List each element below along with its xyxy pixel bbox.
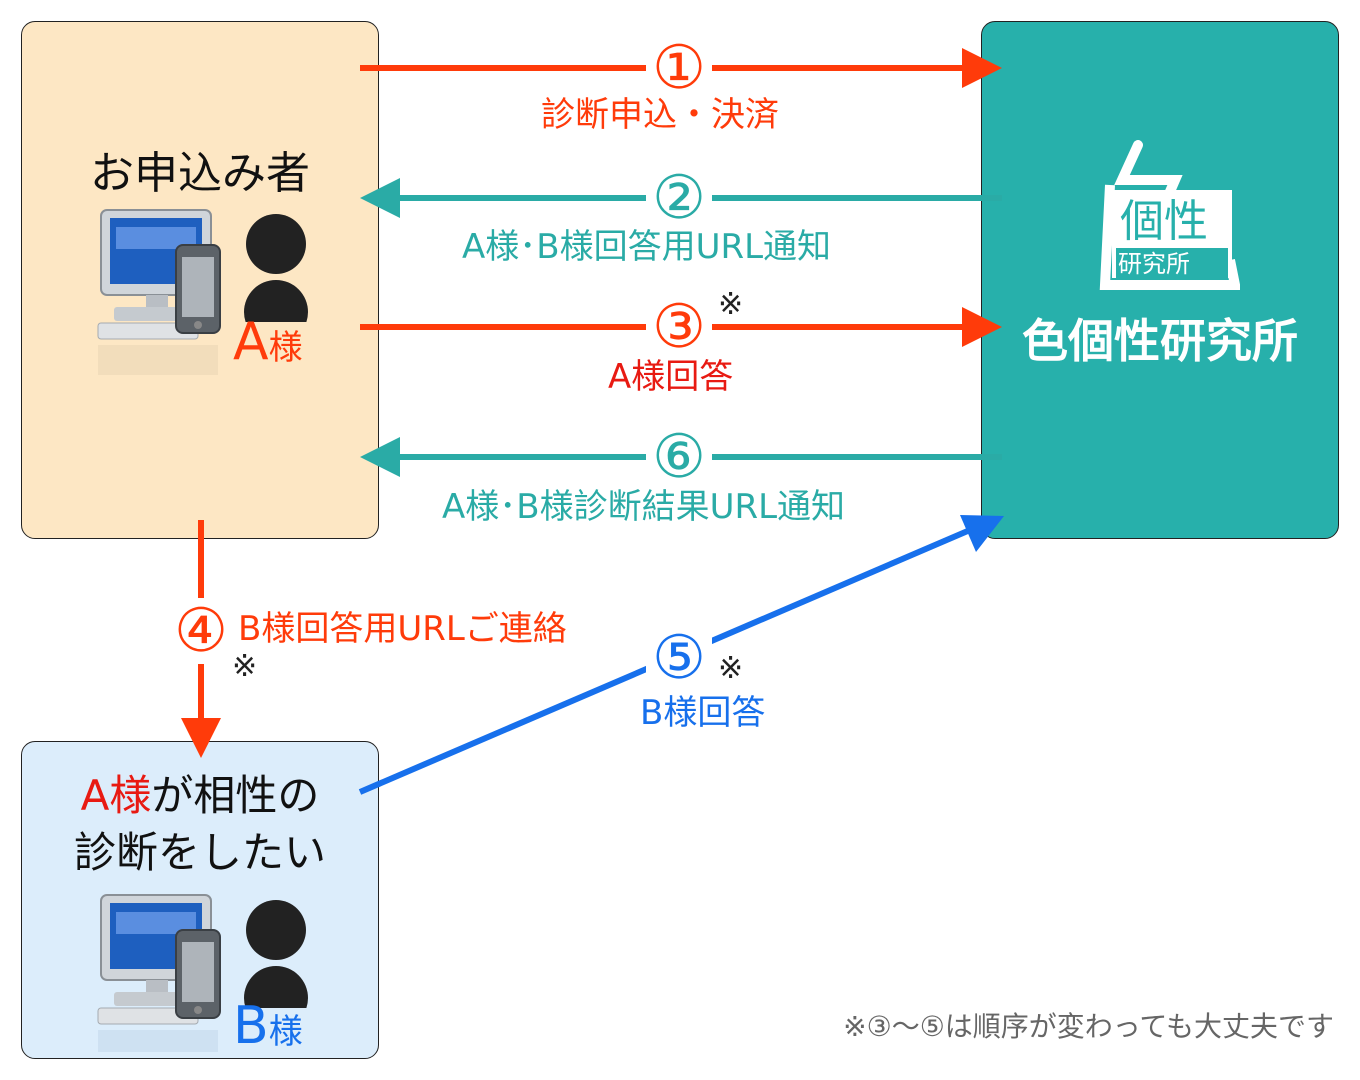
applicant-title: お申込み者: [90, 148, 310, 199]
person-a-icon: [244, 214, 308, 322]
lab-logo-sub: 研究所: [1118, 250, 1190, 278]
partner-line-2: 診断をしたい: [73, 828, 326, 877]
step-2-number: ②: [646, 165, 712, 231]
partner-line-1-rest: が相性の: [151, 771, 320, 820]
person-b-suffix: 様: [268, 1012, 303, 1052]
step-1-number: ①: [646, 35, 712, 101]
step-6-label: A様･B様診断結果URL通知: [442, 487, 846, 527]
footnote: ※③〜⑤は順序が変わっても大丈夫です: [843, 1010, 1334, 1043]
step-5-note: ※: [718, 651, 744, 686]
person-a-label: A様: [233, 316, 303, 368]
computer-icon: [97, 894, 221, 1052]
person-a-letter: A: [233, 312, 269, 372]
lab-logo-mark: [1099, 140, 1240, 290]
step-6-number: ⑥: [646, 424, 712, 490]
person-b-icon: [244, 900, 308, 1008]
step-2-label: A様･B様回答用URL通知: [462, 227, 832, 267]
computer-icon: [97, 209, 221, 375]
person-b-letter: B: [233, 996, 269, 1056]
step-5-label: B様回答: [640, 693, 766, 733]
person-a-suffix: 様: [268, 328, 303, 368]
step-4-number: ④: [168, 598, 234, 664]
lab-logo: 個性 研究所: [1080, 140, 1240, 290]
step-3-note: ※: [718, 287, 744, 322]
partner-highlight: A様: [80, 771, 152, 820]
step-3-label: A様回答: [608, 357, 734, 397]
step-5-number: ⑤: [646, 625, 712, 691]
lab-logo-main: 個性: [1120, 196, 1208, 247]
step-4-note: ※: [232, 649, 258, 684]
partner-line-1: A様が相性の: [0, 775, 400, 817]
step-1-label: 診断申込・決済: [541, 95, 779, 135]
step-3-number: ③: [646, 294, 712, 360]
lab-name: 色個性研究所: [1022, 314, 1298, 368]
step-4-label: B様回答用URLご連絡: [238, 609, 567, 649]
person-b-label: B様: [233, 1000, 303, 1052]
